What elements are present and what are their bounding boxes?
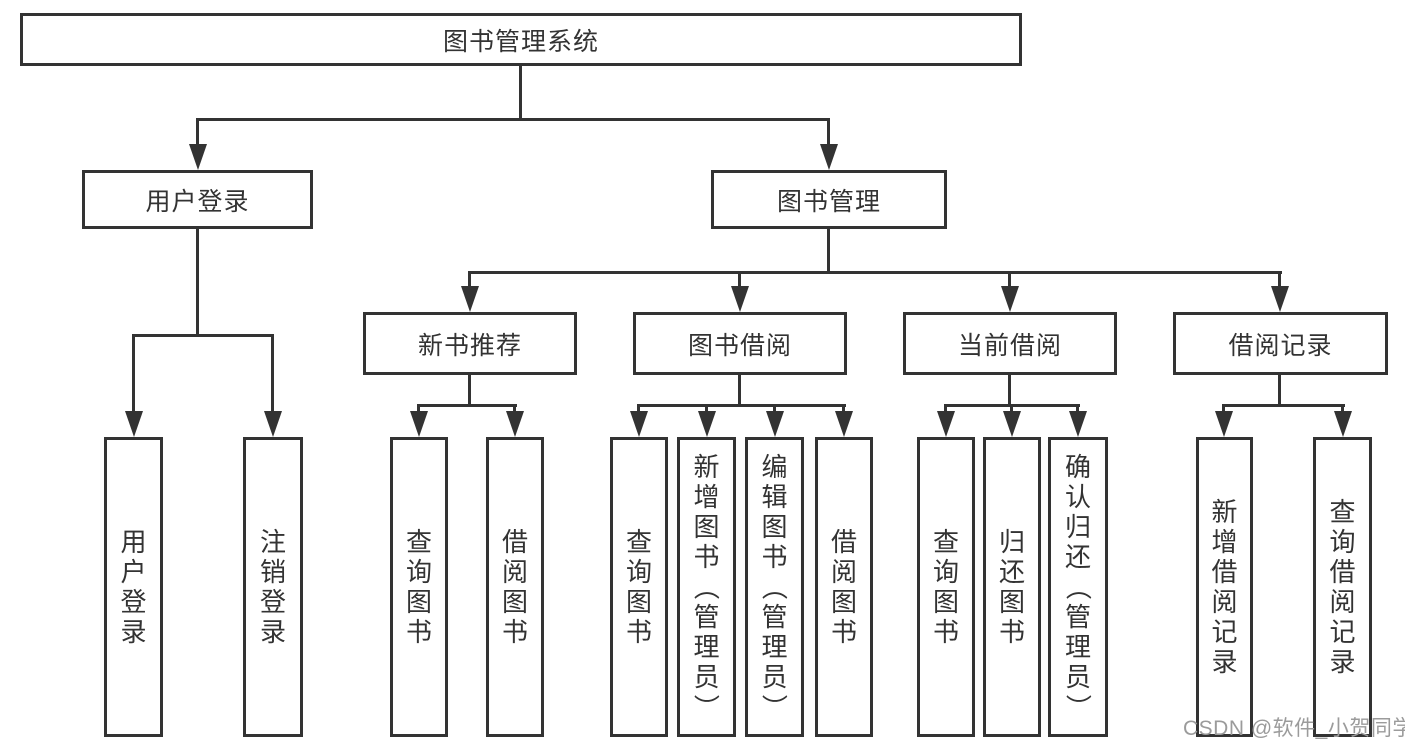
arrowhead [125,411,143,437]
arrowhead [189,144,207,170]
arrowhead [410,411,428,437]
node-book-management: 图书管理 [711,170,947,229]
connector [513,404,516,414]
node-library-management-system: 图书管理系统 [20,13,1022,66]
leaf-query-books: 查询图书 [390,437,448,737]
node-current-borrowing: 当前借阅 [903,312,1117,375]
connector [132,334,135,414]
leaf-confirm-return-admin: 确认归还（管理员） [1048,437,1108,737]
connector [1076,404,1079,414]
connector [638,404,846,407]
arrowhead [820,144,838,170]
arrowhead [698,411,716,437]
connector [637,404,640,414]
leaf-query-borrow-record: 查询借阅记录 [1313,437,1372,737]
arrowhead [1069,411,1087,437]
connector [1010,404,1013,414]
connector [1278,271,1281,289]
arrowhead [506,411,524,437]
connector [417,404,420,414]
connector [827,118,830,148]
connector [705,404,708,414]
leaf-query-books: 查询图书 [917,437,975,737]
connector [1223,404,1345,407]
connector [271,334,274,414]
node-new-book-recommendation: 新书推荐 [363,312,577,375]
arrowhead [461,286,479,312]
connector [1278,375,1281,407]
arrowhead [1003,411,1021,437]
arrowhead [766,411,784,437]
arrowhead [1271,286,1289,312]
connector [1341,404,1344,414]
connector [469,271,1282,274]
connector [944,404,947,414]
arrowhead [835,411,853,437]
connector [827,229,830,274]
connector [1222,404,1225,414]
arrowhead [1334,411,1352,437]
connector [197,118,830,121]
connector [133,334,274,337]
arrowhead [731,286,749,312]
connector [418,404,517,407]
connector [468,375,471,407]
connector [738,271,741,289]
leaf-borrow-books: 借阅图书 [815,437,873,737]
connector [196,118,199,148]
connector [842,404,845,414]
arrowhead [937,411,955,437]
leaf-query-books: 查询图书 [610,437,668,737]
watermark: CSDN @软件_小贺同学 [1183,717,1405,740]
arrowhead [1001,286,1019,312]
connector [468,271,471,289]
connector [196,229,199,336]
leaf-add-books-admin: 新增图书（管理员） [677,437,736,737]
leaf-logout: 注销登录 [243,437,303,737]
connector [1008,271,1011,289]
arrowhead [630,411,648,437]
arrowhead [1215,411,1233,437]
leaf-borrow-books: 借阅图书 [486,437,544,737]
leaf-return-books: 归还图书 [983,437,1041,737]
connector [519,66,522,119]
node-book-borrowing: 图书借阅 [633,312,847,375]
leaf-add-borrow-record: 新增借阅记录 [1196,437,1253,737]
leaf-edit-books-admin: 编辑图书（管理员） [745,437,804,737]
connector [773,404,776,414]
arrowhead [264,411,282,437]
leaf-user-login: 用户登录 [104,437,163,737]
node-user-login: 用户登录 [82,170,313,229]
connector [1008,375,1011,407]
node-borrowing-records: 借阅记录 [1173,312,1388,375]
connector [738,375,741,407]
